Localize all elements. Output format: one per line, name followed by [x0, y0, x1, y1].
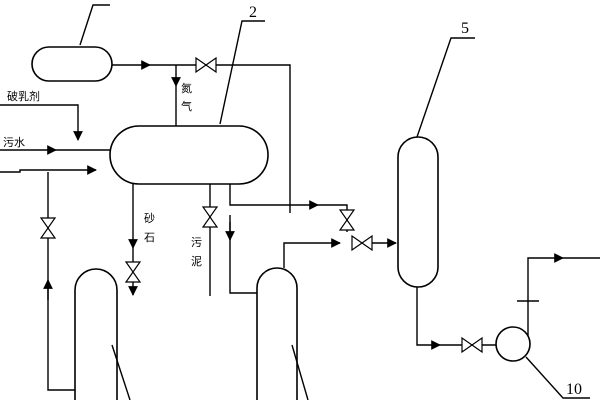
- valve-recycle: [39, 217, 57, 239]
- leader-2: [219, 20, 265, 125]
- label-sand-1: 砂: [144, 212, 155, 225]
- column-5-outlet: [416, 287, 441, 350]
- callout-2: 2: [249, 4, 257, 21]
- leader-left-column: [111, 344, 131, 400]
- callout-10: 10: [566, 381, 582, 398]
- middle-column: [256, 267, 298, 400]
- nitrogen-tank: [31, 46, 113, 82]
- recycle-line: [47, 172, 75, 391]
- valve-nitrogen: [195, 56, 217, 74]
- valve-to-column-5-a: [338, 209, 356, 231]
- label-demulsifier: 破乳剂: [7, 89, 40, 103]
- pump-outlet: [527, 253, 564, 336]
- demulsifier-line: [0, 104, 83, 141]
- oil-outlet-line: [229, 184, 319, 210]
- middle-column-link: [229, 215, 257, 294]
- left-column: [74, 268, 118, 400]
- valve-sludge: [201, 206, 219, 228]
- separator-vessel-2: [109, 125, 269, 185]
- column-5: [397, 136, 439, 288]
- label-nitrogen-1: 氮: [181, 81, 192, 95]
- valve-sand: [124, 261, 142, 283]
- callout-5: 5: [461, 20, 469, 37]
- middle-column-riser: [283, 238, 341, 268]
- label-sand-2: 石: [144, 231, 155, 244]
- pump-10: [495, 326, 531, 362]
- label-nitrogen-2: 气: [181, 99, 192, 113]
- label-sludge-2: 泥: [191, 255, 202, 268]
- label-sludge-1: 污: [191, 236, 202, 249]
- wastewater-second-inlet: [0, 165, 97, 175]
- valve-pump-inlet: [461, 336, 483, 354]
- leader-5: [416, 37, 475, 138]
- label-wastewater: 污水: [3, 136, 25, 149]
- leader-top-left: [79, 4, 110, 46]
- valve-to-column-5-b: [351, 234, 373, 252]
- leader-middle-column: [291, 344, 309, 400]
- leader-10: [525, 356, 590, 399]
